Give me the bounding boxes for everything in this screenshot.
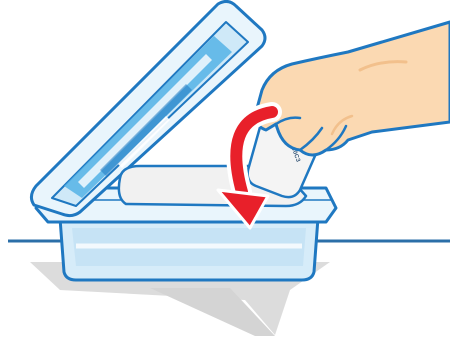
- hand-icon: [256, 22, 450, 155]
